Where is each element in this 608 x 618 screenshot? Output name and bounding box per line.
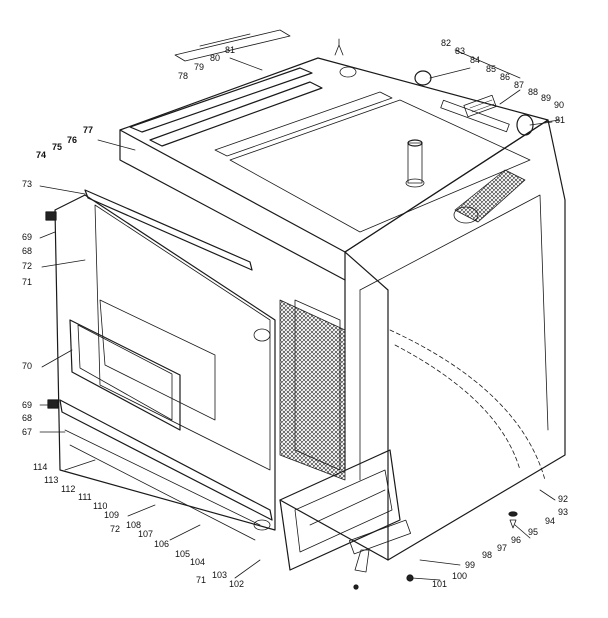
door-inner-panel <box>95 205 270 470</box>
switch-part <box>516 114 534 136</box>
callout-69a: 69 <box>22 232 32 242</box>
callout-70: 70 <box>22 361 32 371</box>
thermostat-knob <box>414 70 432 86</box>
callout-labels: 78 79 80 81 82 83 84 85 86 87 88 89 90 8… <box>22 38 568 589</box>
callout-81b: 81 <box>555 115 565 125</box>
cabinet-side-inner-edge <box>359 194 549 431</box>
callout-100: 100 <box>452 571 467 581</box>
cabinet-top-panel <box>119 57 549 253</box>
drawer-front <box>279 449 401 571</box>
door-foot <box>253 519 271 531</box>
oven-insulation-column <box>279 299 380 481</box>
callout-81a: 81 <box>225 45 235 55</box>
callout-99: 99 <box>465 560 475 570</box>
callout-82: 82 <box>441 38 451 48</box>
oven-liner <box>229 99 531 233</box>
callout-109: 109 <box>104 510 119 520</box>
callout-98: 98 <box>482 550 492 560</box>
callout-88: 88 <box>528 87 538 97</box>
callout-92: 92 <box>558 494 568 504</box>
callout-112: 112 <box>61 484 75 494</box>
cabinet-right-side-panel <box>344 119 566 561</box>
door-window-frame <box>99 299 216 421</box>
callout-76: 76 <box>67 135 77 145</box>
leveling-leg <box>354 549 370 573</box>
callout-71b: 71 <box>196 575 206 585</box>
door-bottom-trim <box>64 429 261 526</box>
callout-113: 113 <box>44 475 58 485</box>
callout-102: 102 <box>229 579 244 589</box>
door-swing-arc <box>389 329 546 481</box>
screw-top <box>334 38 344 56</box>
door-top-trim <box>84 189 253 271</box>
heating-element-grille <box>454 169 526 223</box>
callout-107: 107 <box>138 529 153 539</box>
callout-73: 73 <box>22 179 32 189</box>
callout-94: 94 <box>545 516 555 526</box>
door-window <box>69 319 181 431</box>
callout-71a: 71 <box>22 277 32 287</box>
callout-74: 74 <box>36 150 46 160</box>
callout-104: 104 <box>190 557 205 567</box>
door-hinge-upper <box>45 211 57 221</box>
callout-77: 77 <box>83 125 93 135</box>
callout-110: 110 <box>93 501 107 511</box>
callout-80: 80 <box>210 53 220 63</box>
cabinet-bottom-front-edge <box>279 499 389 561</box>
callout-89: 89 <box>541 93 551 103</box>
callout-72b: 72 <box>110 524 120 534</box>
callout-67: 67 <box>22 427 32 437</box>
callout-97: 97 <box>497 543 507 553</box>
callout-105: 105 <box>175 549 190 559</box>
leader-lines <box>39 49 561 581</box>
callout-78: 78 <box>178 71 188 81</box>
cabinet-front-top-edge <box>119 129 346 281</box>
callout-95: 95 <box>528 527 538 537</box>
callout-96: 96 <box>511 535 521 545</box>
callout-83: 83 <box>455 46 465 56</box>
callout-68b: 68 <box>22 413 32 423</box>
callout-106: 106 <box>154 539 169 549</box>
bottom-insulation <box>285 440 380 480</box>
oven-door-assembly <box>45 189 278 541</box>
vent-stack <box>407 142 423 184</box>
top-trim-strips <box>129 29 393 157</box>
callout-86: 86 <box>500 72 510 82</box>
callout-84: 84 <box>470 55 480 65</box>
top-hardware-parts <box>334 38 553 136</box>
callout-114: 114 <box>33 462 47 472</box>
callout-79: 79 <box>194 62 204 72</box>
callout-111: 111 <box>78 492 92 502</box>
callout-101: 101 <box>432 579 447 589</box>
door-hinge-lower <box>47 399 59 409</box>
callout-85: 85 <box>486 64 496 74</box>
callout-75: 75 <box>52 142 62 152</box>
callout-69b: 69 <box>22 400 32 410</box>
lower-drawer-assembly <box>279 449 518 590</box>
callout-68a: 68 <box>22 246 32 256</box>
drawer-slide <box>349 519 411 555</box>
callout-103: 103 <box>212 570 227 580</box>
callout-93: 93 <box>558 507 568 517</box>
door-swing-arc-2 <box>394 344 521 471</box>
callout-87: 87 <box>514 80 524 90</box>
callout-90: 90 <box>554 100 564 110</box>
callout-108: 108 <box>126 520 141 530</box>
callout-72a: 72 <box>22 261 32 271</box>
